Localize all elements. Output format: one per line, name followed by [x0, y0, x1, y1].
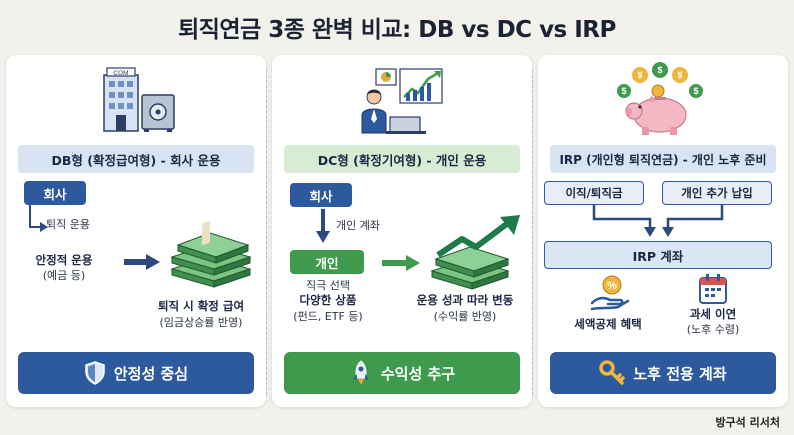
irp-benefit-1: 세액공제 혜택: [548, 317, 668, 333]
money-growth-icon: [430, 215, 520, 290]
svg-text:$: $: [677, 70, 682, 80]
hand-percent-icon: %: [590, 275, 630, 311]
dc-result-title: 운용 성과 따라 변동: [402, 293, 528, 309]
svg-text:$: $: [657, 65, 662, 75]
irp-header: IRP (개인형 퇴직연금) - 개인 노후 준비: [550, 145, 776, 173]
svg-text:$: $: [621, 86, 626, 96]
db-panel: COM DB형 (확정급여형) - 회사 운용 회사 퇴직 운용 안정적 운용 …: [6, 55, 266, 407]
rocket-icon: [352, 360, 369, 385]
shield-icon: [85, 361, 105, 385]
svg-text:$: $: [637, 70, 642, 80]
irp-footer: 노후 전용 계좌: [550, 352, 776, 394]
dc-footer-label: 수익성 추구: [380, 364, 456, 383]
db-stable-title-text: 안정적 운용: [35, 253, 93, 267]
credit-label: 방구석 리서처: [715, 416, 780, 429]
divider-right: [532, 70, 533, 395]
irp-account-box: IRP 계좌: [544, 241, 772, 269]
dc-panel: DC형 (확정기여형) - 개인 운용 회사 개인 계좌 개인 직극 선택 다양…: [272, 55, 532, 407]
db-result-title: 퇴직 시 확정 급여: [146, 299, 256, 315]
dc-products-sub: (펀드, ETF 등): [293, 310, 363, 323]
dc-header: DC형 (확정기여형) - 개인 운용: [284, 145, 520, 173]
dc-footer: 수익성 추구: [284, 352, 520, 394]
key-icon: [599, 360, 626, 385]
dc-choice-label: 직극 선택: [306, 279, 350, 292]
dc-products-title: 다양한 상품: [278, 293, 378, 309]
dc-personal-box: 개인: [290, 250, 364, 274]
dc-products-title-text: 다양한 상품: [299, 293, 357, 307]
office-building-safe-icon: COM: [103, 67, 175, 132]
calendar-icon: [699, 274, 727, 304]
dc-arrow-label: 개인 계좌: [336, 219, 380, 232]
db-result-title-text: 퇴직 시 확정 급여: [157, 299, 245, 313]
db-footer: 안정성 중심: [18, 352, 254, 394]
db-right-arrow: [124, 254, 160, 270]
dc-down-arrow: [316, 209, 330, 243]
irp-source-1: 이직/퇴직금: [544, 181, 644, 205]
irp-source-2: 개인 추가 납입: [662, 181, 772, 205]
dc-right-arrow: [382, 255, 420, 271]
svg-text:$: $: [693, 86, 698, 96]
irp-benefit-1-text: 세액공제 혜택: [574, 317, 642, 331]
page-title: 퇴직연금 3종 완벽 비교: DB vs DC vs IRP: [178, 17, 616, 43]
db-footer-label: 안정성 중심: [113, 364, 189, 383]
money-stack-icon: [170, 220, 252, 288]
db-arrow-label: 퇴직 운용: [46, 218, 90, 231]
irp-benefit-2-sub: (노후 수령): [686, 323, 740, 336]
irp-merge-arrows: [592, 205, 724, 237]
svg-text:COM: COM: [113, 70, 128, 77]
db-stable-title: 안정적 운용: [24, 253, 104, 269]
db-bent-arrow: [29, 205, 48, 232]
dc-result-sub: (수익률 반영): [433, 310, 497, 323]
db-header: DB형 (확정급여형) - 회사 운용: [18, 145, 254, 173]
investor-charts-icon: [361, 68, 443, 134]
irp-benefit-2-title-text: 과세 이연: [689, 307, 737, 321]
irp-panel: $ $ $ $ $ IRP (개인형 퇴직연금) - 개인 노후 준비 이직/퇴…: [538, 55, 788, 407]
db-company-box: 회사: [24, 181, 86, 205]
irp-footer-label: 노후 전용 계좌: [633, 364, 727, 383]
dc-company-box: 회사: [290, 183, 352, 207]
divider-left: [266, 70, 267, 395]
piggy-bank-coins-icon: $ $ $ $ $: [617, 62, 703, 135]
db-result-sub: (임금상승률 반영): [159, 316, 243, 329]
svg-text:%: %: [607, 280, 617, 292]
dc-result-title-text: 운용 성과 따라 변동: [416, 293, 514, 307]
irp-benefit-2-title: 과세 이연: [664, 307, 762, 323]
db-stable-sub: (예금 등): [42, 269, 86, 282]
